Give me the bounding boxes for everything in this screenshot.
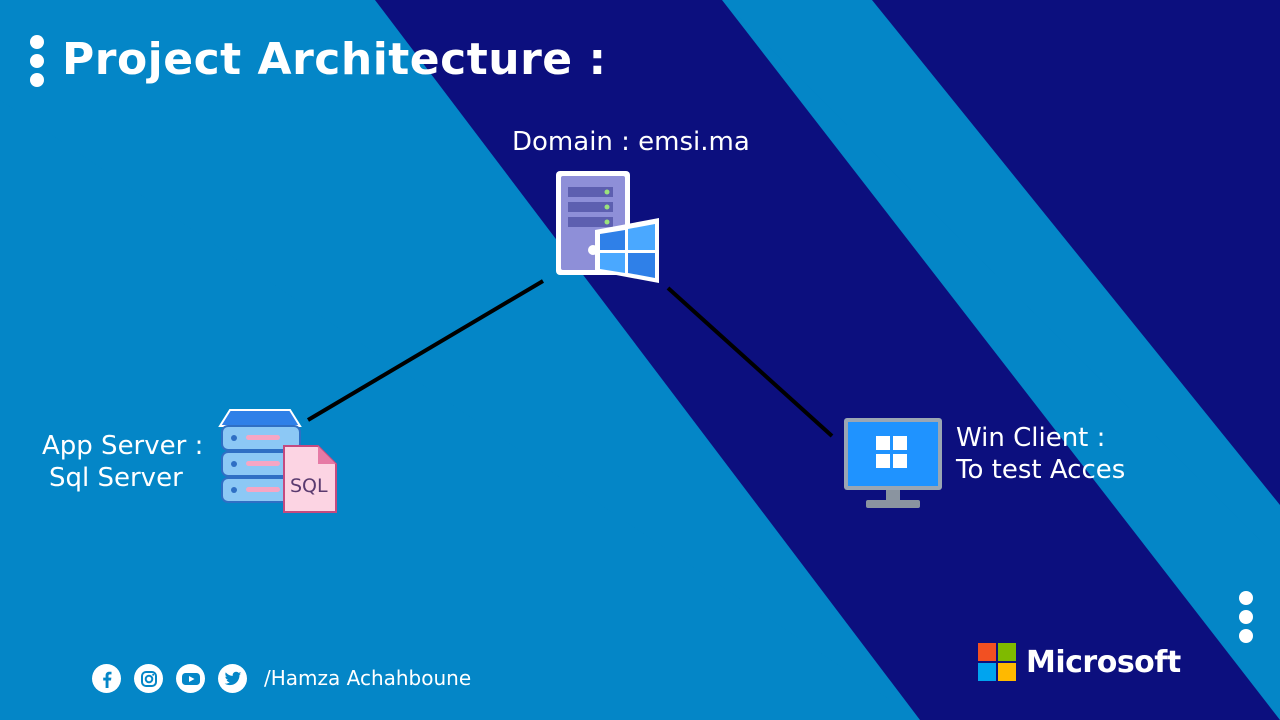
microsoft-logo: Microsoft: [978, 643, 1181, 681]
windows-client-icon: [844, 418, 942, 508]
app-server-label-line1: App Server :: [42, 431, 204, 461]
sql-server-icon: SQL: [218, 409, 337, 513]
corner-dots: [1239, 591, 1255, 648]
social-links: [92, 664, 260, 693]
title-dots: [30, 35, 46, 92]
microsoft-wordmark: Microsoft: [1026, 644, 1181, 680]
youtube-icon[interactable]: [176, 664, 205, 693]
slide-title: Project Architecture :: [62, 34, 607, 85]
domain-server-icon: [556, 171, 659, 283]
instagram-icon[interactable]: [134, 664, 163, 693]
link-domain-appserver: [306, 279, 545, 422]
win-client-label-line2: To test Acces: [956, 455, 1126, 485]
twitter-icon[interactable]: [218, 664, 247, 693]
stripe-dark-2: [872, 0, 1280, 505]
facebook-icon[interactable]: [92, 664, 121, 693]
link-domain-winclient: [666, 286, 834, 438]
app-server-label-line2: Sql Server: [49, 463, 183, 493]
sql-file-text: SQL: [290, 475, 328, 497]
domain-label: Domain : emsi.ma: [512, 127, 750, 157]
author-handle: /Hamza Achahboune: [264, 666, 472, 690]
microsoft-grid-icon: [978, 643, 1016, 681]
win-client-label-line1: Win Client :: [956, 423, 1106, 453]
